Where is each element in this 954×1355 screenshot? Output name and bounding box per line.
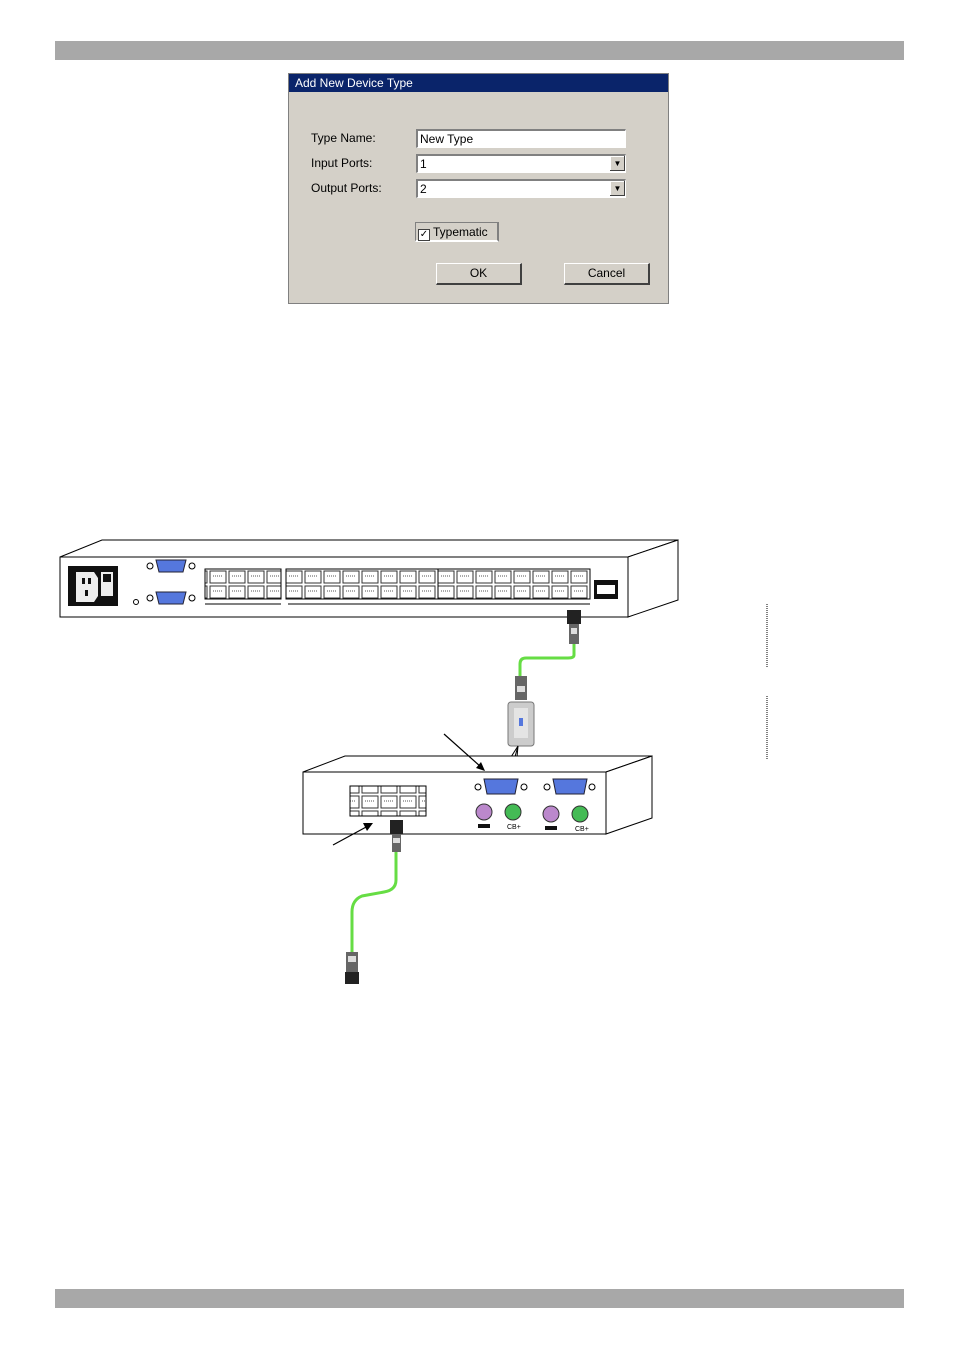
rj45-plug-top bbox=[567, 610, 581, 644]
computer-port-bank-1 bbox=[286, 569, 438, 599]
module-port-bank bbox=[350, 786, 426, 816]
rj45-plug-adapter bbox=[515, 676, 527, 700]
port-label-keyboard-1: CB+ bbox=[507, 824, 521, 831]
port-label-keyboard-2: CB+ bbox=[575, 826, 589, 833]
power-inlet-icon bbox=[68, 566, 118, 606]
rj45-plug-module bbox=[390, 820, 403, 852]
network-port-inner bbox=[597, 585, 615, 594]
green-cable bbox=[520, 644, 574, 676]
footer-bar bbox=[55, 1289, 904, 1308]
adapter-dongle bbox=[508, 702, 534, 746]
green-cable bbox=[352, 852, 396, 952]
computer-port-bank-2 bbox=[438, 569, 590, 599]
rj45-plug-free bbox=[345, 952, 359, 984]
user-port-bank bbox=[205, 569, 281, 599]
